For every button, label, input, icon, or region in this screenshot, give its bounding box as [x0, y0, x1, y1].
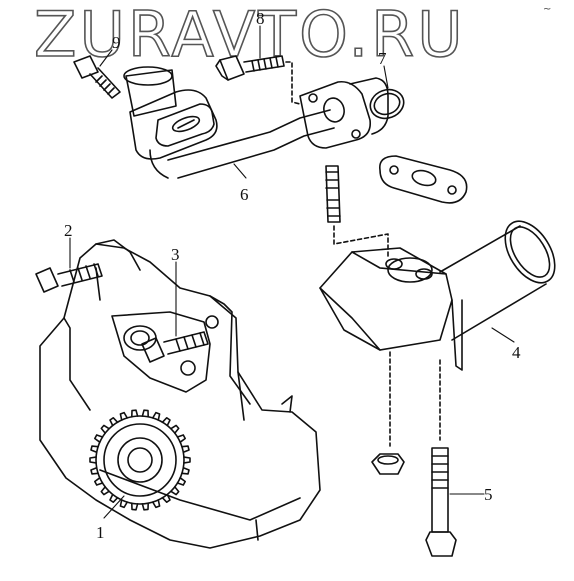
gear-tooth — [181, 445, 190, 454]
callout-9: 9 — [112, 33, 121, 52]
callout-5: 5 — [484, 485, 493, 504]
gear-tooth — [109, 416, 119, 427]
gear-tooth — [152, 411, 161, 421]
gear-tooth — [170, 486, 180, 496]
gasket — [379, 155, 468, 204]
callout-2: 2 — [64, 221, 73, 240]
nut — [371, 453, 405, 475]
bolt-part-9 — [73, 55, 121, 99]
callout-8: 8 — [256, 9, 265, 28]
callout-1: 1 — [96, 523, 105, 542]
oil-pipe-part-6 — [123, 66, 389, 179]
gear-tooth — [141, 409, 149, 418]
gear-tooth — [152, 499, 161, 509]
callout-3: 3 — [171, 245, 180, 264]
callout-4: 4 — [512, 343, 521, 362]
strainer-housing-part-4 — [319, 220, 556, 371]
gear-teeth — [89, 409, 191, 511]
gear-tooth — [119, 499, 128, 509]
oil-pump-part-1 — [39, 239, 321, 549]
bolt-part-3 — [141, 331, 209, 363]
o-ring-part-7 — [369, 88, 405, 120]
gear-tooth — [119, 411, 128, 421]
gear-tooth — [90, 466, 99, 475]
gear-tooth — [90, 445, 99, 454]
gear-tooth — [161, 493, 171, 504]
gear-tooth — [141, 502, 149, 511]
gear-tooth — [161, 416, 171, 427]
gear-tooth — [100, 424, 110, 434]
bolt-part-5 — [425, 447, 457, 557]
gear-tooth — [170, 424, 180, 434]
gear-tooth — [94, 434, 104, 444]
leader-lines — [69, 25, 515, 519]
bolt-part-8 — [215, 55, 285, 81]
gear-tooth — [183, 456, 191, 464]
callout-6: 6 — [240, 185, 249, 204]
corner-mark: ~ — [543, 4, 552, 15]
gear-tooth — [100, 486, 110, 496]
gear-tooth — [181, 466, 190, 475]
gear-tooth — [131, 409, 139, 418]
gear-tooth — [176, 476, 186, 486]
gear-tooth — [94, 476, 104, 486]
gear-tooth — [176, 434, 186, 444]
stud — [325, 165, 341, 223]
gear-tooth — [89, 456, 97, 464]
gear-tooth — [131, 502, 139, 511]
bolt-part-2 — [35, 263, 103, 293]
callout-7: 7 — [378, 49, 387, 68]
gear-tooth — [109, 493, 119, 504]
